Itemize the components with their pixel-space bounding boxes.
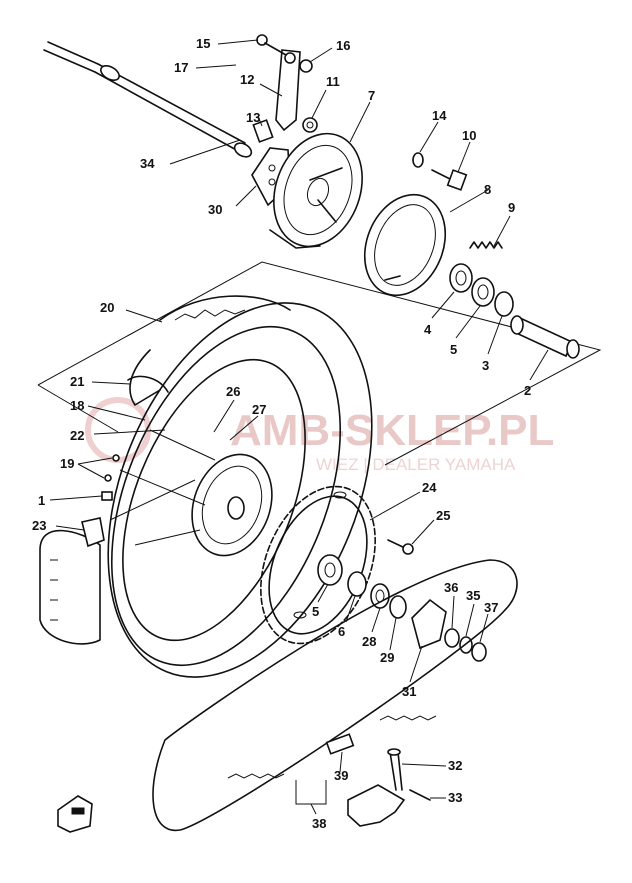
chain-joint [325, 733, 355, 755]
callout-8: 8 [484, 182, 491, 197]
watermark: AMB-SKLEP.PL WIEZ | DEALER YAMAHA [85, 397, 554, 474]
watermark-brand: AMB-SKLEP.PL [230, 406, 554, 455]
callout-2: 2 [524, 383, 531, 398]
callout-11: 11 [326, 74, 340, 89]
callout-21: 21 [70, 374, 84, 389]
leader-lines [49, 39, 549, 815]
callout-34: 34 [140, 156, 155, 171]
callout-26: 26 [226, 384, 240, 399]
brake-shoe-plate [269, 132, 363, 249]
sprocket-bolt [387, 539, 414, 555]
callout-31: 31 [402, 684, 416, 699]
callout-37: 37 [484, 600, 498, 615]
callout-23: 23 [32, 518, 46, 533]
drive-chain [152, 559, 518, 832]
wheel-hub [109, 429, 273, 557]
shoe-spring [469, 241, 503, 249]
brake-cam-shaft [431, 169, 468, 191]
callout-25: 25 [436, 508, 450, 523]
callout-30: 30 [208, 202, 222, 217]
callout-19: 19 [60, 456, 74, 471]
callout-labels: 1 2 3 4 5 5 6 7 8 9 10 11 12 13 14 15 16… [32, 36, 531, 831]
washer-14 [412, 152, 424, 168]
callout-20: 20 [100, 300, 114, 315]
axle-spacers [347, 571, 407, 619]
callout-14: 14 [432, 108, 447, 123]
brake-cam-lever [252, 34, 318, 143]
callout-39: 39 [334, 768, 348, 783]
hub-bearings [449, 263, 514, 317]
callout-5b: 5 [312, 604, 319, 619]
callout-24: 24 [422, 480, 437, 495]
logo-block [57, 795, 93, 833]
callout-4: 4 [424, 322, 432, 337]
inner-tube [127, 375, 169, 393]
callout-36: 36 [444, 580, 458, 595]
watermark-tagline: WIEZ | DEALER YAMAHA [316, 455, 516, 474]
chain-puller [411, 598, 447, 650]
callout-32: 32 [448, 758, 462, 773]
callout-22: 22 [70, 428, 84, 443]
callout-1: 1 [38, 493, 45, 508]
callout-15: 15 [196, 36, 210, 51]
callout-33: 33 [448, 790, 462, 805]
callout-17: 17 [174, 60, 188, 75]
rear-tire-and-rim [39, 295, 373, 678]
watermark-logo [85, 397, 151, 463]
axle-frame-outline [37, 261, 602, 466]
callout-28: 28 [362, 634, 376, 649]
callout-16: 16 [336, 38, 350, 53]
spoke-nipples [101, 454, 120, 501]
callout-35: 35 [466, 588, 480, 603]
callout-38: 38 [312, 816, 326, 831]
brake-shoes [363, 193, 447, 297]
axle-collar [510, 315, 580, 359]
rim-lock [81, 517, 105, 548]
cotter-pin [387, 748, 431, 801]
callout-10: 10 [462, 128, 476, 143]
callout-18: 18 [70, 398, 84, 413]
callout-3: 3 [482, 358, 489, 373]
callout-7: 7 [368, 88, 375, 103]
callout-5a: 5 [450, 342, 457, 357]
callout-13: 13 [246, 110, 260, 125]
callout-9: 9 [508, 200, 515, 215]
callout-12: 12 [240, 72, 254, 87]
callout-6: 6 [338, 624, 345, 639]
chain-guide [347, 784, 406, 827]
callout-27: 27 [252, 402, 266, 417]
callout-29: 29 [380, 650, 394, 665]
brake-rod [43, 41, 253, 158]
